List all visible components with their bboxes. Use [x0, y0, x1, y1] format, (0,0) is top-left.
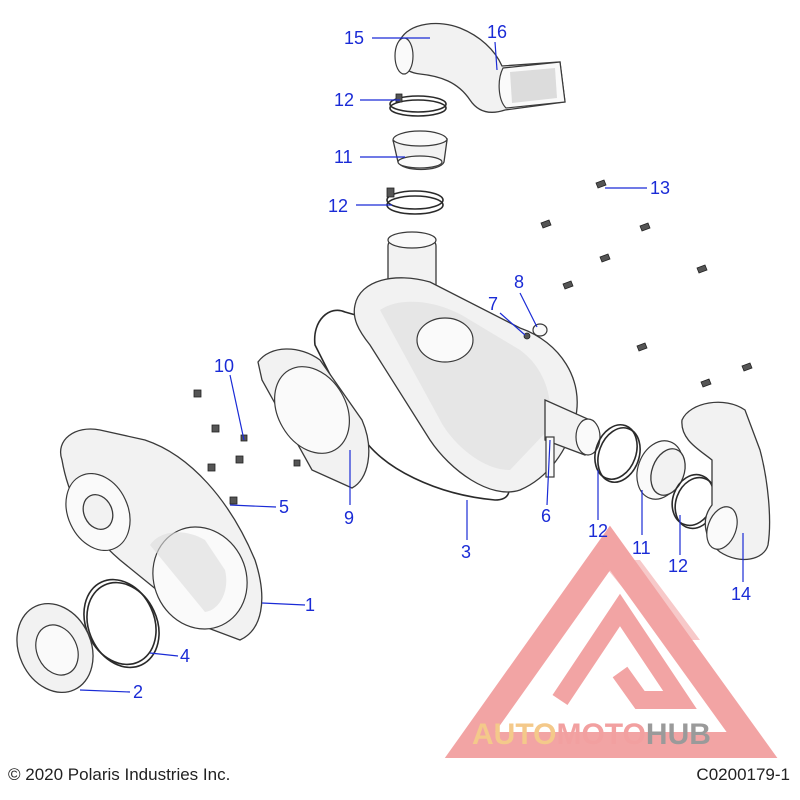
callout-6: 6 — [541, 506, 551, 526]
callout-7: 7 — [488, 294, 498, 314]
watermark-moto: MOTO — [556, 718, 646, 751]
watermark-logo — [444, 525, 778, 758]
bolts-13 — [540, 179, 753, 388]
callout-14: 15 — [344, 28, 364, 48]
callout-12-lower-left: 12 — [588, 521, 608, 541]
callout-4: 4 — [180, 646, 190, 666]
callout-2: 2 — [133, 682, 143, 702]
callout-13: 13 — [650, 178, 670, 198]
callout-11-lower: 11 — [632, 538, 651, 558]
lower-clamp-left — [594, 424, 641, 483]
callout-15: 14 — [731, 584, 751, 604]
watermark-wordmark: AUTOMOTOHUB — [472, 718, 711, 752]
diagram-code: C0200179-1 — [696, 765, 790, 784]
callout-12-top: 12 — [334, 90, 354, 110]
callout-10: 10 — [214, 356, 234, 376]
top-coupler — [392, 130, 448, 171]
watermark-hub: HUB — [645, 718, 711, 751]
callout-9: 9 — [344, 508, 354, 528]
inspection-cover-disc — [16, 602, 94, 694]
callout-12-upper: 12 — [328, 196, 348, 216]
top-clamp — [389, 93, 447, 117]
fastener-8 — [532, 323, 548, 337]
copyright-text: © 2020 Polaris Industries Inc. — [8, 765, 231, 784]
watermark-auto: AUTO — [472, 718, 557, 751]
outer-clutch-cover — [59, 428, 263, 641]
adapter-plate — [257, 348, 370, 489]
callout-labels: 15 16 12 11 12 13 8 7 10 5 9 3 6 12 11 1… — [133, 22, 751, 702]
callout-12-lower-right: 12 — [668, 556, 688, 576]
callout-11-top: 11 — [334, 147, 353, 167]
callout-8: 8 — [514, 272, 524, 292]
callout-3: 3 — [461, 542, 471, 562]
fastener-7 — [523, 332, 531, 340]
callout-16: 16 — [487, 22, 507, 42]
upper-intake-duct — [394, 22, 566, 113]
lower-intake-duct — [681, 401, 771, 561]
lower-coupler — [636, 440, 686, 500]
inner-cover-housing — [353, 231, 601, 493]
leader-lines — [79, 37, 744, 693]
upper-clamp-lower — [386, 187, 444, 215]
callout-1: 1 — [305, 595, 315, 615]
callout-5: 5 — [279, 497, 289, 517]
